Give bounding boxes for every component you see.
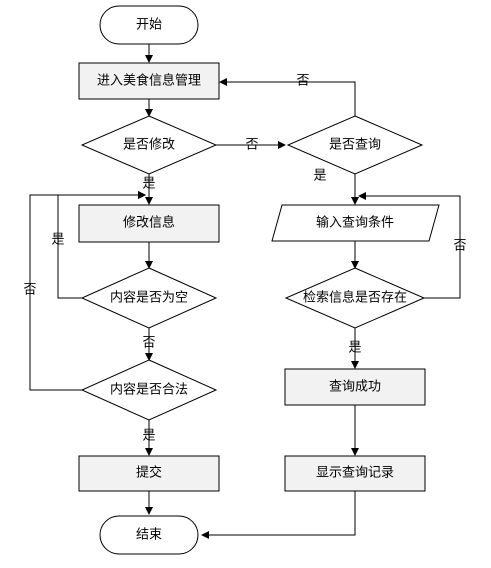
node-end: 结束 — [99, 515, 199, 555]
edge-exists-q-no-loop — [358, 192, 461, 299]
node-submit: 提交 — [78, 455, 220, 492]
exists-q-diamond — [284, 267, 426, 329]
legal-q-diamond — [80, 359, 218, 421]
label-query-q-no: 否 — [296, 74, 309, 89]
submit-box — [78, 455, 220, 492]
edge-labels: 否 否 是 是 是 否 否 否 是 是 — [23, 74, 466, 444]
label-modify-q-no: 否 — [245, 138, 258, 153]
node-input-cond: 输入查询条件 — [271, 204, 440, 242]
show-records-box — [284, 455, 426, 492]
show-records-label: 显示查询记录 — [316, 466, 394, 481]
label-exists-q-no: 否 — [453, 239, 466, 254]
start-terminator — [99, 5, 199, 45]
submit-label: 提交 — [136, 465, 162, 481]
node-legal-q: 内容是否合法 — [80, 359, 218, 421]
label-modify-q-yes: 是 — [142, 177, 155, 192]
manage-box — [78, 62, 220, 100]
query-ok-box — [284, 368, 426, 406]
query-q-label: 是否查询 — [329, 138, 381, 153]
label-legal-q-yes: 是 — [142, 429, 155, 444]
node-start: 开始 — [99, 5, 199, 45]
label-query-q-yes: 是 — [313, 169, 326, 184]
node-exists-q: 检索信息是否存在 — [284, 267, 426, 329]
legal-q-label: 内容是否合法 — [110, 382, 188, 398]
empty-q-diamond — [80, 267, 218, 329]
modify-info-label: 修改信息 — [123, 215, 175, 231]
modify-q-diamond — [80, 115, 218, 175]
node-show-records: 显示查询记录 — [284, 455, 426, 492]
node-manage: 进入美食信息管理 — [78, 62, 220, 100]
node-query-q: 是否查询 — [286, 115, 424, 175]
edge-show-to-end — [201, 491, 356, 539]
exists-q-label: 检索信息是否存在 — [303, 290, 407, 306]
input-cond-label: 输入查询条件 — [316, 215, 394, 231]
end-label: 结束 — [136, 528, 162, 543]
label-empty-q-no: 否 — [142, 336, 155, 351]
edge-legal-q-no-loop — [29, 191, 146, 391]
label-exists-q-yes: 是 — [348, 341, 361, 356]
label-empty-q-yes: 是 — [51, 233, 64, 248]
manage-label: 进入美食信息管理 — [97, 73, 201, 89]
connectors — [29, 44, 461, 539]
modify-q-label: 是否修改 — [123, 138, 175, 153]
node-modify-info: 修改信息 — [78, 204, 220, 243]
query-ok-label: 查询成功 — [329, 380, 381, 395]
label-legal-q-no: 否 — [23, 283, 36, 298]
end-terminator — [99, 515, 199, 555]
edge-query-q-no-to-manage — [219, 78, 356, 116]
node-query-ok: 查询成功 — [284, 368, 426, 406]
node-empty-q: 内容是否为空 — [80, 267, 218, 329]
input-cond-parallelogram — [271, 204, 440, 242]
modify-info-box — [78, 204, 220, 243]
start-label: 开始 — [136, 18, 162, 33]
empty-q-label: 内容是否为空 — [110, 290, 188, 306]
node-modify-q: 是否修改 — [80, 115, 218, 175]
query-q-diamond — [286, 115, 424, 175]
